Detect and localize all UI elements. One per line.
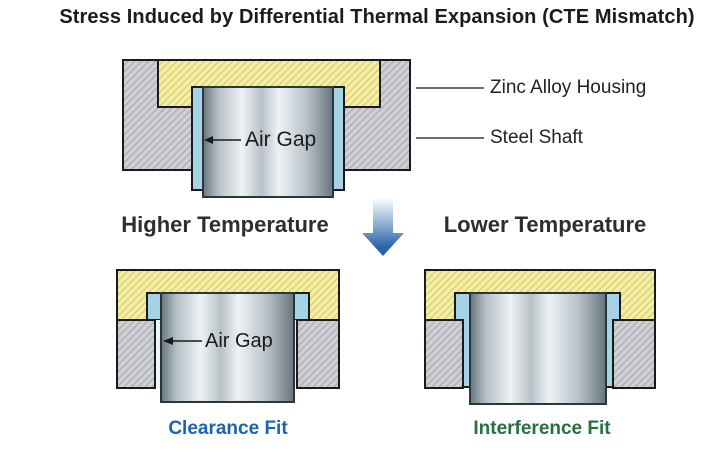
air-gap-arrow-head xyxy=(163,337,173,345)
housing-section-left xyxy=(122,59,193,171)
transition-down-arrow xyxy=(362,198,404,256)
lower-temp-assembly xyxy=(424,269,656,405)
steel-shaft xyxy=(469,292,607,405)
initial-assembly xyxy=(122,59,484,198)
heading-lower-temperature: Lower Temperature xyxy=(443,212,647,237)
heading-higher-temperature: Higher Temperature xyxy=(121,212,329,237)
caption-clearance-fit: Clearance Fit xyxy=(168,418,288,439)
diagram-title: Stress Induced by Differential Thermal E… xyxy=(59,6,695,28)
air-gap-left xyxy=(191,86,204,191)
higher-temp-assembly xyxy=(116,269,340,403)
legend-label-steel-shaft: Steel Shaft xyxy=(490,127,583,148)
steel-shaft xyxy=(202,86,334,198)
housing-leg-right xyxy=(612,319,656,389)
legend-label-zinc-alloy-housing: Zinc Alloy Housing xyxy=(490,77,647,98)
caption-interference-fit: Interference Fit xyxy=(473,418,611,439)
air-gap-left xyxy=(146,292,162,321)
air-gap-label-bottom: Air Gap xyxy=(205,330,273,352)
air-gap-label-top: Air Gap xyxy=(245,128,317,151)
air-gap-right xyxy=(293,292,310,321)
clearance-gap-left xyxy=(154,320,161,388)
air-gap-arrow-head xyxy=(204,136,213,144)
housing-leg-right xyxy=(296,319,340,389)
air-gap-right xyxy=(332,86,345,191)
housing-section-right xyxy=(343,59,411,171)
housing-leg-left xyxy=(116,319,156,389)
housing-leg-left xyxy=(424,319,464,389)
steel-shaft xyxy=(160,292,295,403)
